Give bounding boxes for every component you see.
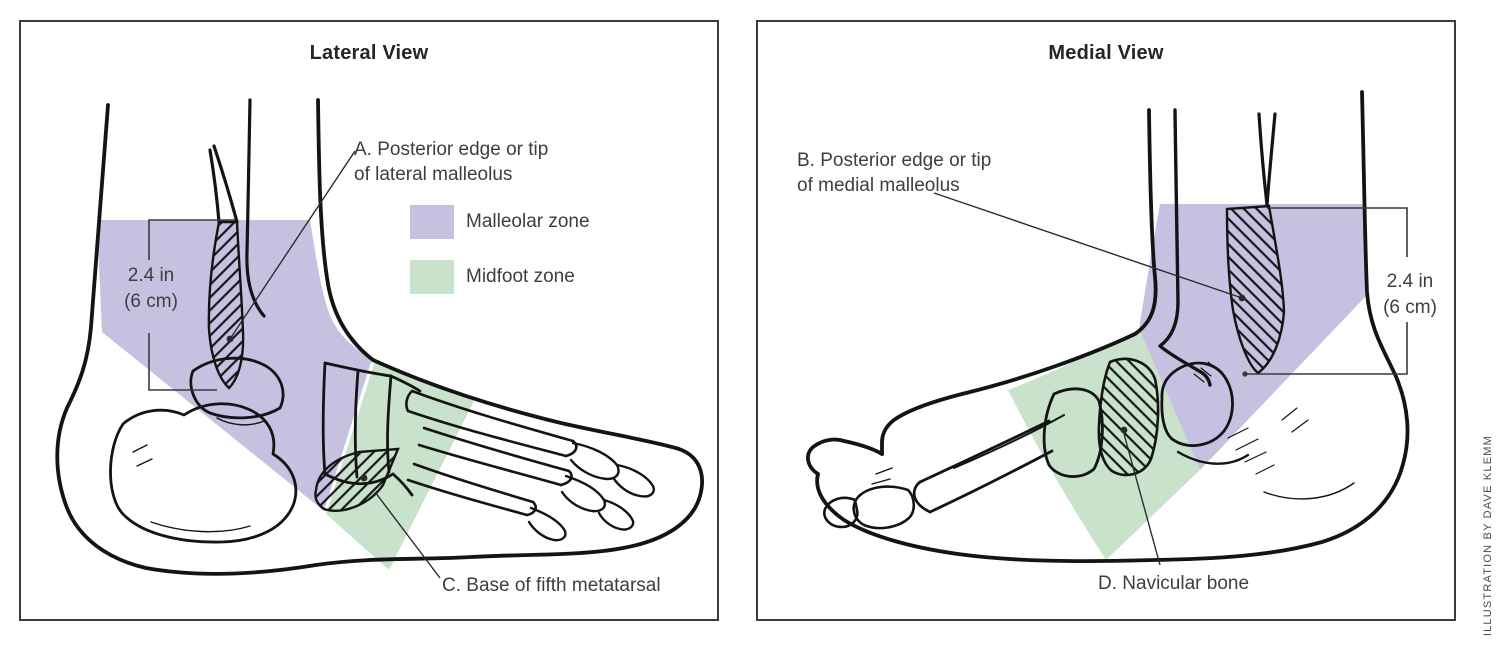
medial-view-illustration <box>806 90 1410 566</box>
measurement-bracket-lateral <box>148 219 235 391</box>
leader-line-c <box>374 491 441 579</box>
pointer-dot-b <box>1238 294 1246 302</box>
measurement-text-lateral: 2.4 in (6 cm) <box>109 263 193 315</box>
label-a-line1: A. Posterior edge or tip <box>354 139 549 160</box>
lateral-view-title: Lateral View <box>309 42 429 64</box>
medial-malleolus-hatched-region <box>1225 204 1286 375</box>
pointer-dot-a <box>226 335 234 343</box>
leader-line-b <box>933 192 1243 299</box>
leader-line-a <box>229 150 356 340</box>
foot-line-art <box>806 90 1410 564</box>
measurement-medial-line2: (6 cm) <box>1383 297 1437 318</box>
label-a-line2: of lateral malleolus <box>354 164 513 185</box>
pointer-dot-c <box>360 474 368 482</box>
lateral-malleolus-hatched-region <box>207 220 245 390</box>
midfoot-zone-shape <box>326 361 474 570</box>
fifth-metatarsal-base-hatched-region <box>314 447 400 512</box>
measurement-text-medial: 2.4 in (6 cm) <box>1368 269 1452 321</box>
legend-row-midfoot: Midfoot zone <box>410 260 590 294</box>
label-c: C. Base of fifth metatarsal <box>442 575 661 596</box>
midfoot-zone-label: Midfoot zone <box>466 266 575 287</box>
bracket-end-dot <box>1242 371 1248 377</box>
midfoot-zone-swatch <box>410 260 454 294</box>
pointer-dot-d <box>1120 426 1128 434</box>
leader-line-d <box>1123 433 1161 566</box>
measurement-bracket-medial <box>1245 207 1408 375</box>
legend-row-malleolar: Malleolar zone <box>410 205 590 239</box>
zone-legend: Malleolar zone Midfoot zone <box>410 205 590 315</box>
malleolar-zone-swatch <box>410 205 454 239</box>
panel-lateral-view: Lateral View A. Posterior edge or tip of… <box>19 20 719 621</box>
measurement-lateral-line1: 2.4 in <box>127 265 175 286</box>
medial-view-title: Medial View <box>1048 42 1164 64</box>
lateral-view-illustration <box>55 98 704 579</box>
measurement-lateral-line2: (6 cm) <box>124 291 178 312</box>
navicular-hatched-region <box>1097 357 1160 477</box>
malleolar-zone-label: Malleolar zone <box>466 211 590 232</box>
measurement-medial-line1: 2.4 in <box>1386 271 1434 292</box>
illustration-credit: ILLUSTRATION BY DAVE KLEMM <box>1482 434 1494 636</box>
label-a: A. Posterior edge or tip of lateral mall… <box>354 137 548 187</box>
label-b-line2: of medial malleolus <box>797 175 960 196</box>
label-d: D. Navicular bone <box>1098 573 1250 594</box>
panel-medial-view: Medial View B. Posterior edge or tip of … <box>756 20 1456 621</box>
label-b-line1: B. Posterior edge or tip <box>797 150 992 171</box>
label-b: B. Posterior edge or tip of medial malle… <box>797 148 991 198</box>
